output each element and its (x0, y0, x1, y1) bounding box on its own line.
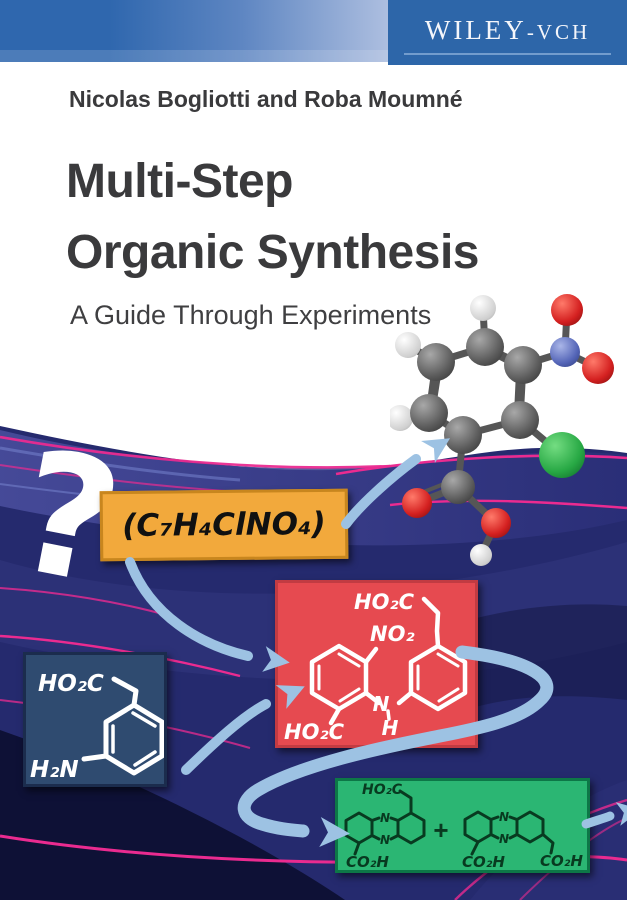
label-no2: NO₂ (370, 622, 415, 646)
carbon-atom (504, 346, 542, 384)
label-h: H (382, 716, 399, 740)
reactant-box-blue: HO₂C H₂N (23, 652, 167, 787)
oxygen-atom (582, 352, 614, 384)
logo-underline (404, 53, 611, 55)
label-h2n: H₂N (30, 757, 79, 783)
hydrogen-atom (390, 405, 413, 431)
label-co2h: CO₂H (462, 853, 505, 870)
label-n: N (380, 811, 390, 825)
label-ho2c: HO₂C (38, 671, 104, 697)
arrow-green-box-exit (581, 802, 627, 829)
diphenylamine-structure: HO₂C NO₂ N H HO₂C (284, 590, 468, 744)
publisher-logo-main: WILEY (424, 15, 527, 45)
carbon-atom (417, 343, 455, 381)
nitrogen-atom (550, 337, 580, 367)
hydrogen-atom (395, 332, 421, 358)
oxygen-atom (551, 294, 583, 326)
label-ho2c-bottom: HO₂C (284, 720, 345, 744)
carbon-atom (466, 328, 504, 366)
arrow-formula-to-red-box (125, 557, 290, 672)
phenazine-products-structure: N N N N HO₂C CO₂H + CO₂H CO₂H (344, 782, 583, 871)
publisher-logo: WILEY-VCH (388, 15, 627, 46)
hydrogen-atom (470, 295, 496, 321)
oxygen-atom (481, 508, 511, 538)
label-ho2c: HO₂C (362, 782, 403, 798)
carbon-atom (441, 470, 475, 504)
molecule-atoms (390, 294, 614, 566)
carbon-atom (501, 401, 539, 439)
label-n: N (499, 810, 509, 824)
header-gradient-band (0, 0, 390, 62)
arrow-red-box-to-green-box (237, 645, 554, 847)
book-subtitle: A Guide Through Experiments (70, 300, 432, 330)
intermediate-box-red: HO₂C NO₂ N H HO₂C (275, 580, 478, 748)
hydrogen-atom (470, 544, 492, 566)
label-n: N (499, 832, 509, 846)
publisher-logo-block: WILEY-VCH (388, 0, 627, 65)
carbon-atom (410, 394, 448, 432)
label-co2h: CO₂H (346, 853, 389, 870)
label-ho2c-top: HO₂C (354, 590, 415, 614)
book-title: Multi-Step Organic Synthesis (66, 146, 479, 288)
arrow-formula-to-molecule (341, 438, 451, 529)
publisher-logo-sub: -VCH (526, 20, 591, 44)
arrow-blue-box-to-red-box (181, 685, 305, 775)
molecule-3d (390, 294, 614, 566)
authors: Nicolas Bogliotti and Roba Moumné (69, 86, 463, 112)
label-co2h: CO₂H (540, 852, 583, 870)
title-line-2: Organic Synthesis (66, 226, 479, 280)
product-box-green: N N N N HO₂C CO₂H + CO₂H CO₂H (335, 778, 590, 873)
carbon-atom (444, 416, 482, 454)
chlorine-atom (539, 432, 585, 478)
label-n: N (373, 692, 390, 716)
oxygen-atom (402, 488, 432, 518)
title-line-1: Multi-Step (66, 155, 293, 208)
aminobenzoic-structure: HO₂C H₂N (30, 671, 165, 783)
plus-sign: + (433, 815, 448, 845)
label-n: N (380, 833, 390, 847)
